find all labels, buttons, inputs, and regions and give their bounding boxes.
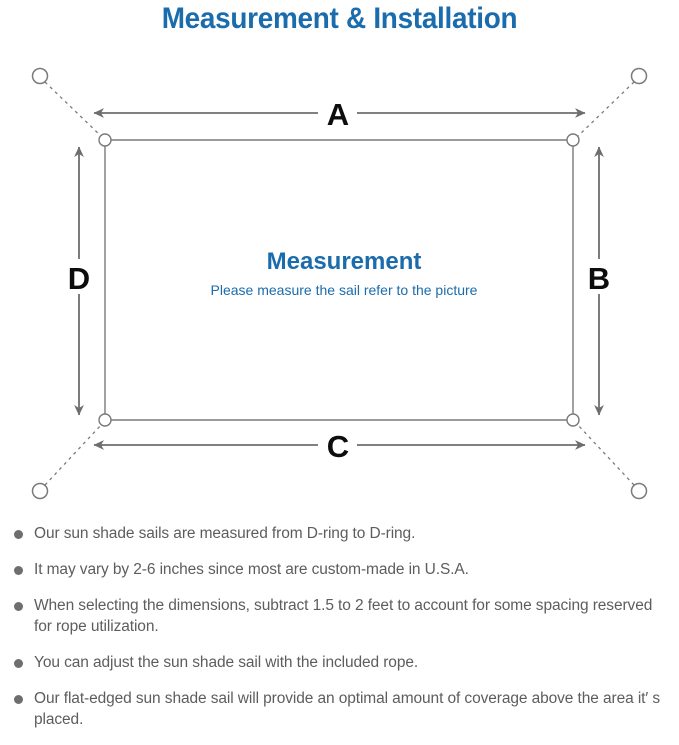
d-ring-top-right	[566, 133, 580, 147]
sail-outline	[104, 139, 574, 421]
d-ring-top-left	[98, 133, 112, 147]
bullet-icon	[14, 530, 23, 539]
diagram-center-subtitle: Please measure the sail refer to the pic…	[211, 282, 478, 298]
rope-line-top-left	[44, 81, 103, 138]
bullet-icon	[14, 566, 23, 575]
list-item: Our flat-edged sun shade sail will provi…	[0, 688, 679, 730]
anchor-ring-bottom-left	[31, 482, 49, 500]
d-ring-bottom-left	[98, 413, 112, 427]
dimension-label-b: B	[588, 261, 610, 296]
list-item: Our sun shade sails are measured from D-…	[0, 523, 679, 544]
anchor-ring-top-right	[630, 67, 648, 85]
list-item: When selecting the dimensions, subtract …	[0, 595, 679, 637]
list-item-text: It may vary by 2-6 inches since most are…	[34, 561, 469, 578]
page-title: Measurement & Installation	[161, 2, 518, 35]
rope-line-bottom-left	[44, 423, 103, 486]
rope-line-top-right	[576, 81, 635, 138]
list-item-text: When selecting the dimensions, subtract …	[34, 597, 653, 635]
diagram-center-title: Measurement	[267, 248, 422, 275]
anchor-ring-top-left	[31, 67, 49, 85]
d-ring-bottom-right	[566, 413, 580, 427]
dimension-label-d: D	[68, 261, 90, 296]
dimension-label-a: A	[327, 97, 349, 132]
bullet-icon	[14, 695, 23, 704]
list-item: It may vary by 2-6 inches since most are…	[0, 559, 679, 580]
list-item-text: You can adjust the sun shade sail with t…	[34, 654, 419, 671]
bullet-icon	[14, 602, 23, 611]
anchor-rings	[31, 67, 648, 500]
d-rings	[98, 133, 580, 427]
dimension-label-c: C	[327, 429, 349, 464]
list-item-text: Our flat-edged sun shade sail will provi…	[34, 690, 661, 728]
list-item-text: Our sun shade sails are measured from D-…	[34, 525, 416, 542]
measurement-diagram: A C D B Measurement Please measure the s…	[0, 46, 679, 516]
anchor-ring-bottom-right	[630, 482, 648, 500]
rope-line-bottom-right	[576, 423, 635, 486]
notes-list: Our sun shade sails are measured from D-…	[0, 523, 679, 745]
list-item: You can adjust the sun shade sail with t…	[0, 652, 679, 673]
bullet-icon	[14, 659, 23, 668]
